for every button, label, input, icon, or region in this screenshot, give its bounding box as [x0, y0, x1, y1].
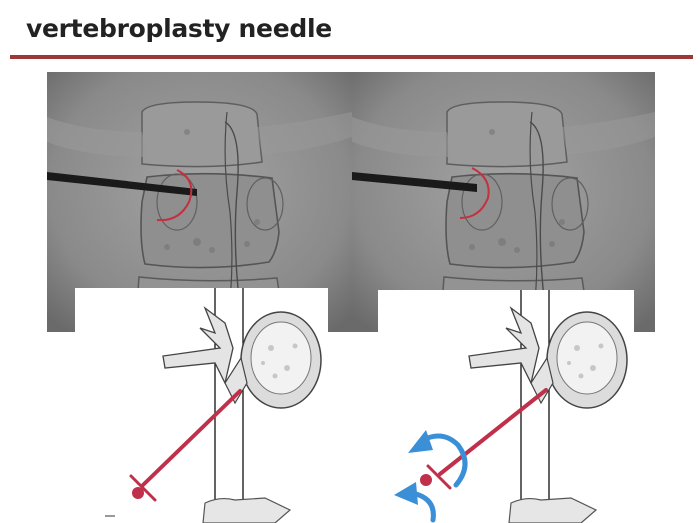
slide-title: vertebroplasty needle	[26, 14, 332, 43]
vertebra-diagram-right	[378, 290, 634, 523]
vertebra-diagram-left	[75, 288, 328, 523]
title-underline	[10, 55, 693, 59]
